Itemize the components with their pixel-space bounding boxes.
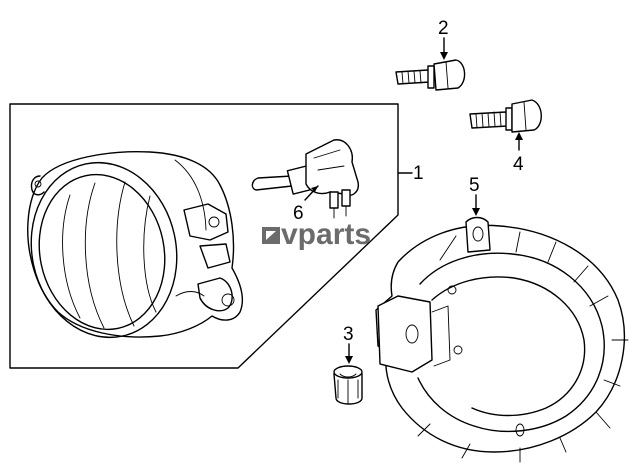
callout-2: 2 (438, 18, 449, 39)
assembly-box (9, 103, 399, 369)
callout-6: 6 (293, 203, 304, 224)
callout-3: 3 (343, 324, 354, 345)
callout-4: 4 (513, 154, 524, 175)
bolt-icon (395, 59, 466, 91)
watermark-logo: vparts (262, 218, 371, 251)
callout-5: 5 (469, 175, 480, 196)
clip-nut-icon (333, 365, 363, 405)
fog-lamp-icon (27, 151, 244, 339)
watermark-text: vparts (281, 218, 371, 251)
bolt-icon (469, 99, 542, 133)
bulb-icon (251, 139, 359, 219)
callout-1: 1 (413, 163, 424, 184)
bracket-icon (375, 216, 629, 463)
